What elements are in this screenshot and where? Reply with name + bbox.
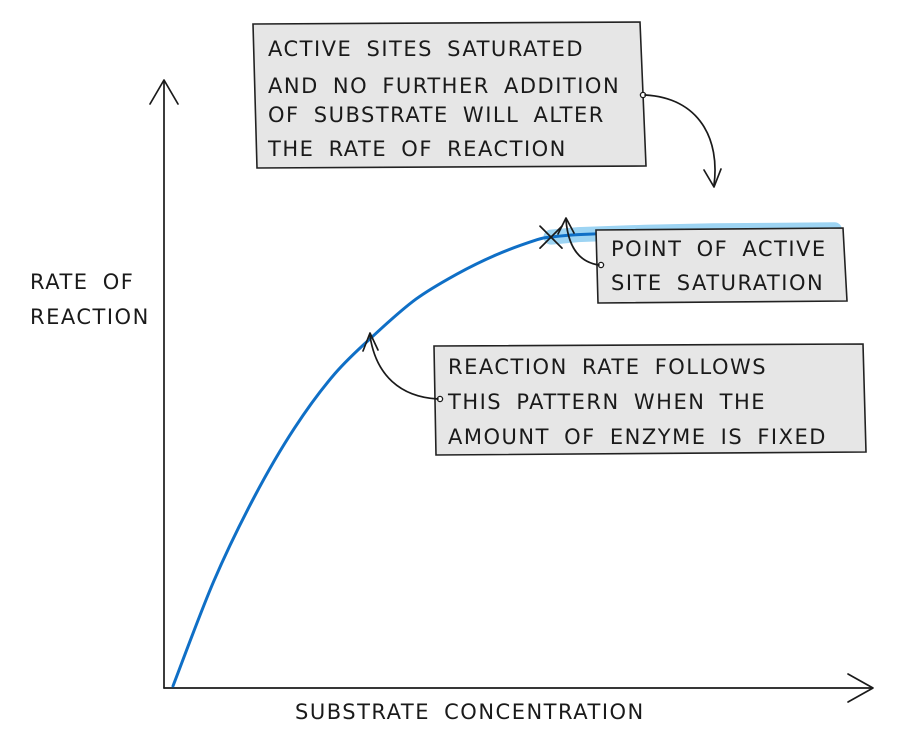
- callout-arrowhead: [557, 217, 575, 235]
- callout-line: AMOUNT OF ENZYME IS FIXED: [448, 425, 827, 449]
- cross-stroke-b: [539, 225, 563, 249]
- x-axis-label: SUBSTRATE CONCENTRATION: [295, 700, 645, 724]
- callout-arrow: [565, 219, 600, 266]
- callout-reaction-pattern: REACTION RATE FOLLOWS THIS PATTERN WHEN …: [362, 332, 867, 456]
- callout-line: THIS PATTERN WHEN THE: [447, 390, 766, 414]
- y-axis-label-line-2: REACTION: [30, 305, 150, 329]
- callout-arrowhead: [362, 332, 379, 352]
- callout-arrow: [369, 335, 439, 400]
- x-axis-arrowhead: [847, 673, 874, 703]
- callout-line: ACTIVE SITES SATURATED: [268, 37, 584, 61]
- callout-arrowhead: [703, 168, 722, 188]
- callout-box: [595, 227, 848, 304]
- axes: [149, 79, 874, 703]
- callout-box: [252, 21, 647, 169]
- callout-active-sites-saturated: ACTIVE SITES SATURATED AND NO FURTHER AD…: [252, 21, 722, 188]
- callout-line: AND NO FURTHER ADDITION: [268, 74, 620, 98]
- callout-box: [433, 343, 867, 456]
- callout-line: SITE SATURATION: [611, 271, 824, 295]
- y-axis-label-line-1: RATE OF: [30, 270, 134, 294]
- callout-arrow: [644, 94, 716, 186]
- callout-line: OF SUBSTRATE WILL ALTER: [268, 103, 605, 127]
- y-axis-arrowhead: [149, 79, 179, 105]
- callout-line: THE RATE OF REACTION: [267, 137, 567, 161]
- callout-point-of-saturation: POINT OF ACTIVE SITE SATURATION: [557, 217, 848, 304]
- callout-line: REACTION RATE FOLLOWS: [448, 355, 767, 379]
- saturation-point-cross: [539, 225, 563, 249]
- callout-line: POINT OF ACTIVE: [611, 237, 827, 261]
